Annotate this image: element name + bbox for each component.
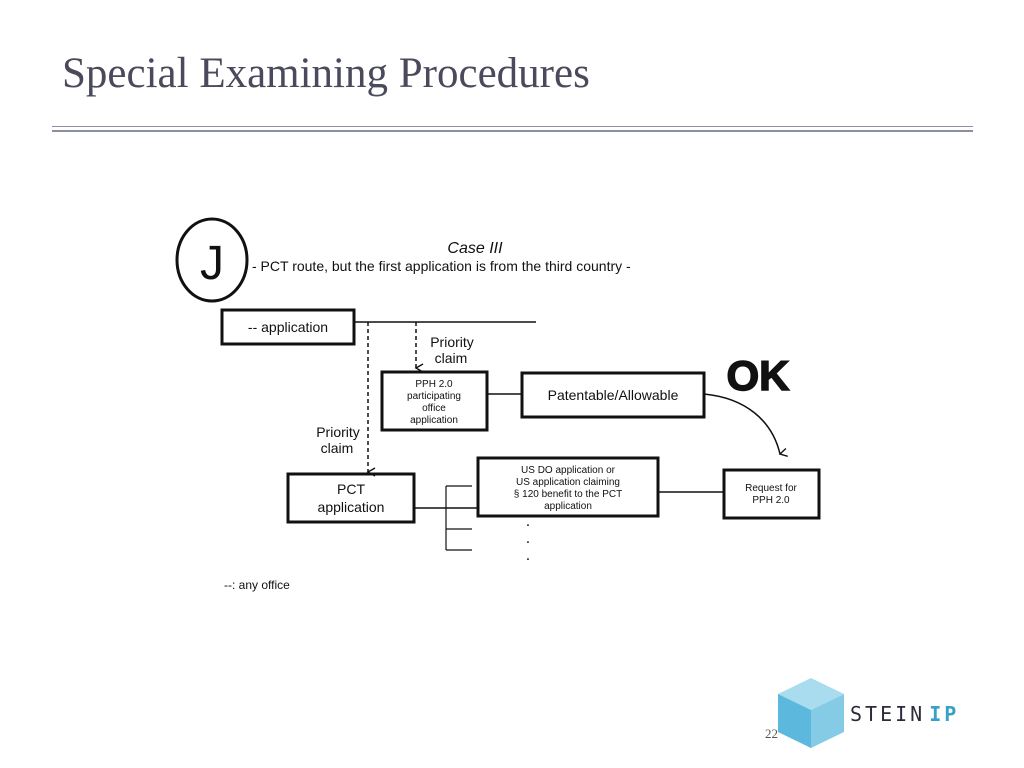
- case-subtitle: - PCT route, but the first application i…: [252, 258, 631, 274]
- title-divider-thin: [52, 126, 973, 127]
- title-divider-thick: [52, 130, 973, 132]
- continuation-dot-1: .: [526, 513, 530, 530]
- us-application-line2: US application claiming: [516, 477, 620, 488]
- ok-curved-arrow: [703, 393, 788, 457]
- case-title: Case III: [447, 240, 503, 257]
- pph-office-line3: office: [422, 403, 446, 414]
- request-pph-line2: PPH 2.0: [752, 495, 790, 506]
- us-application-line4: application: [544, 501, 592, 512]
- cube-right-face: [811, 694, 844, 748]
- us-application-line3: § 120 benefit to the PCT: [514, 489, 622, 500]
- request-pph-line1: Request for: [745, 483, 797, 494]
- pph-office-line1: PPH 2.0: [415, 379, 453, 390]
- patentable-box: [520, 371, 706, 419]
- logo-suffix: IP: [929, 702, 960, 726]
- pph-office-application-box: [380, 370, 489, 432]
- cube-left-face: [778, 694, 811, 748]
- continuation-dot-3: .: [526, 547, 530, 564]
- us-application-line1: US DO application or: [521, 465, 616, 476]
- slide-title: Special Examining Procedures: [62, 50, 590, 97]
- pph-office-line2: participating: [407, 391, 461, 402]
- us-application-box: [476, 456, 660, 518]
- cube-logo-icon: [778, 678, 844, 748]
- priority-claim-left-line2: claim: [321, 440, 354, 456]
- logo-name: STEIN: [850, 702, 926, 726]
- priority-claim-left-line1: Priority: [316, 424, 360, 440]
- pct-application-line2: application: [318, 499, 385, 515]
- page-number: 22: [765, 726, 778, 741]
- ok-label: OK: [727, 352, 790, 399]
- pct-application-box: [286, 472, 416, 524]
- priority-claim-top-line2: claim: [435, 350, 468, 366]
- case-marker-letter: J: [200, 237, 224, 290]
- first-application-box: [220, 308, 356, 346]
- legend-any-office: --: any office: [224, 578, 290, 592]
- request-pph-box: [722, 468, 821, 520]
- case-marker-circle: [175, 217, 249, 303]
- pct-application-line1: PCT: [337, 481, 365, 497]
- first-application-label: -- application: [248, 319, 328, 335]
- priority-claim-top-line1: Priority: [430, 334, 474, 350]
- pph-office-line4: application: [410, 415, 458, 426]
- continuation-dot-2: .: [526, 530, 530, 547]
- patentable-label: Patentable/Allowable: [548, 387, 679, 403]
